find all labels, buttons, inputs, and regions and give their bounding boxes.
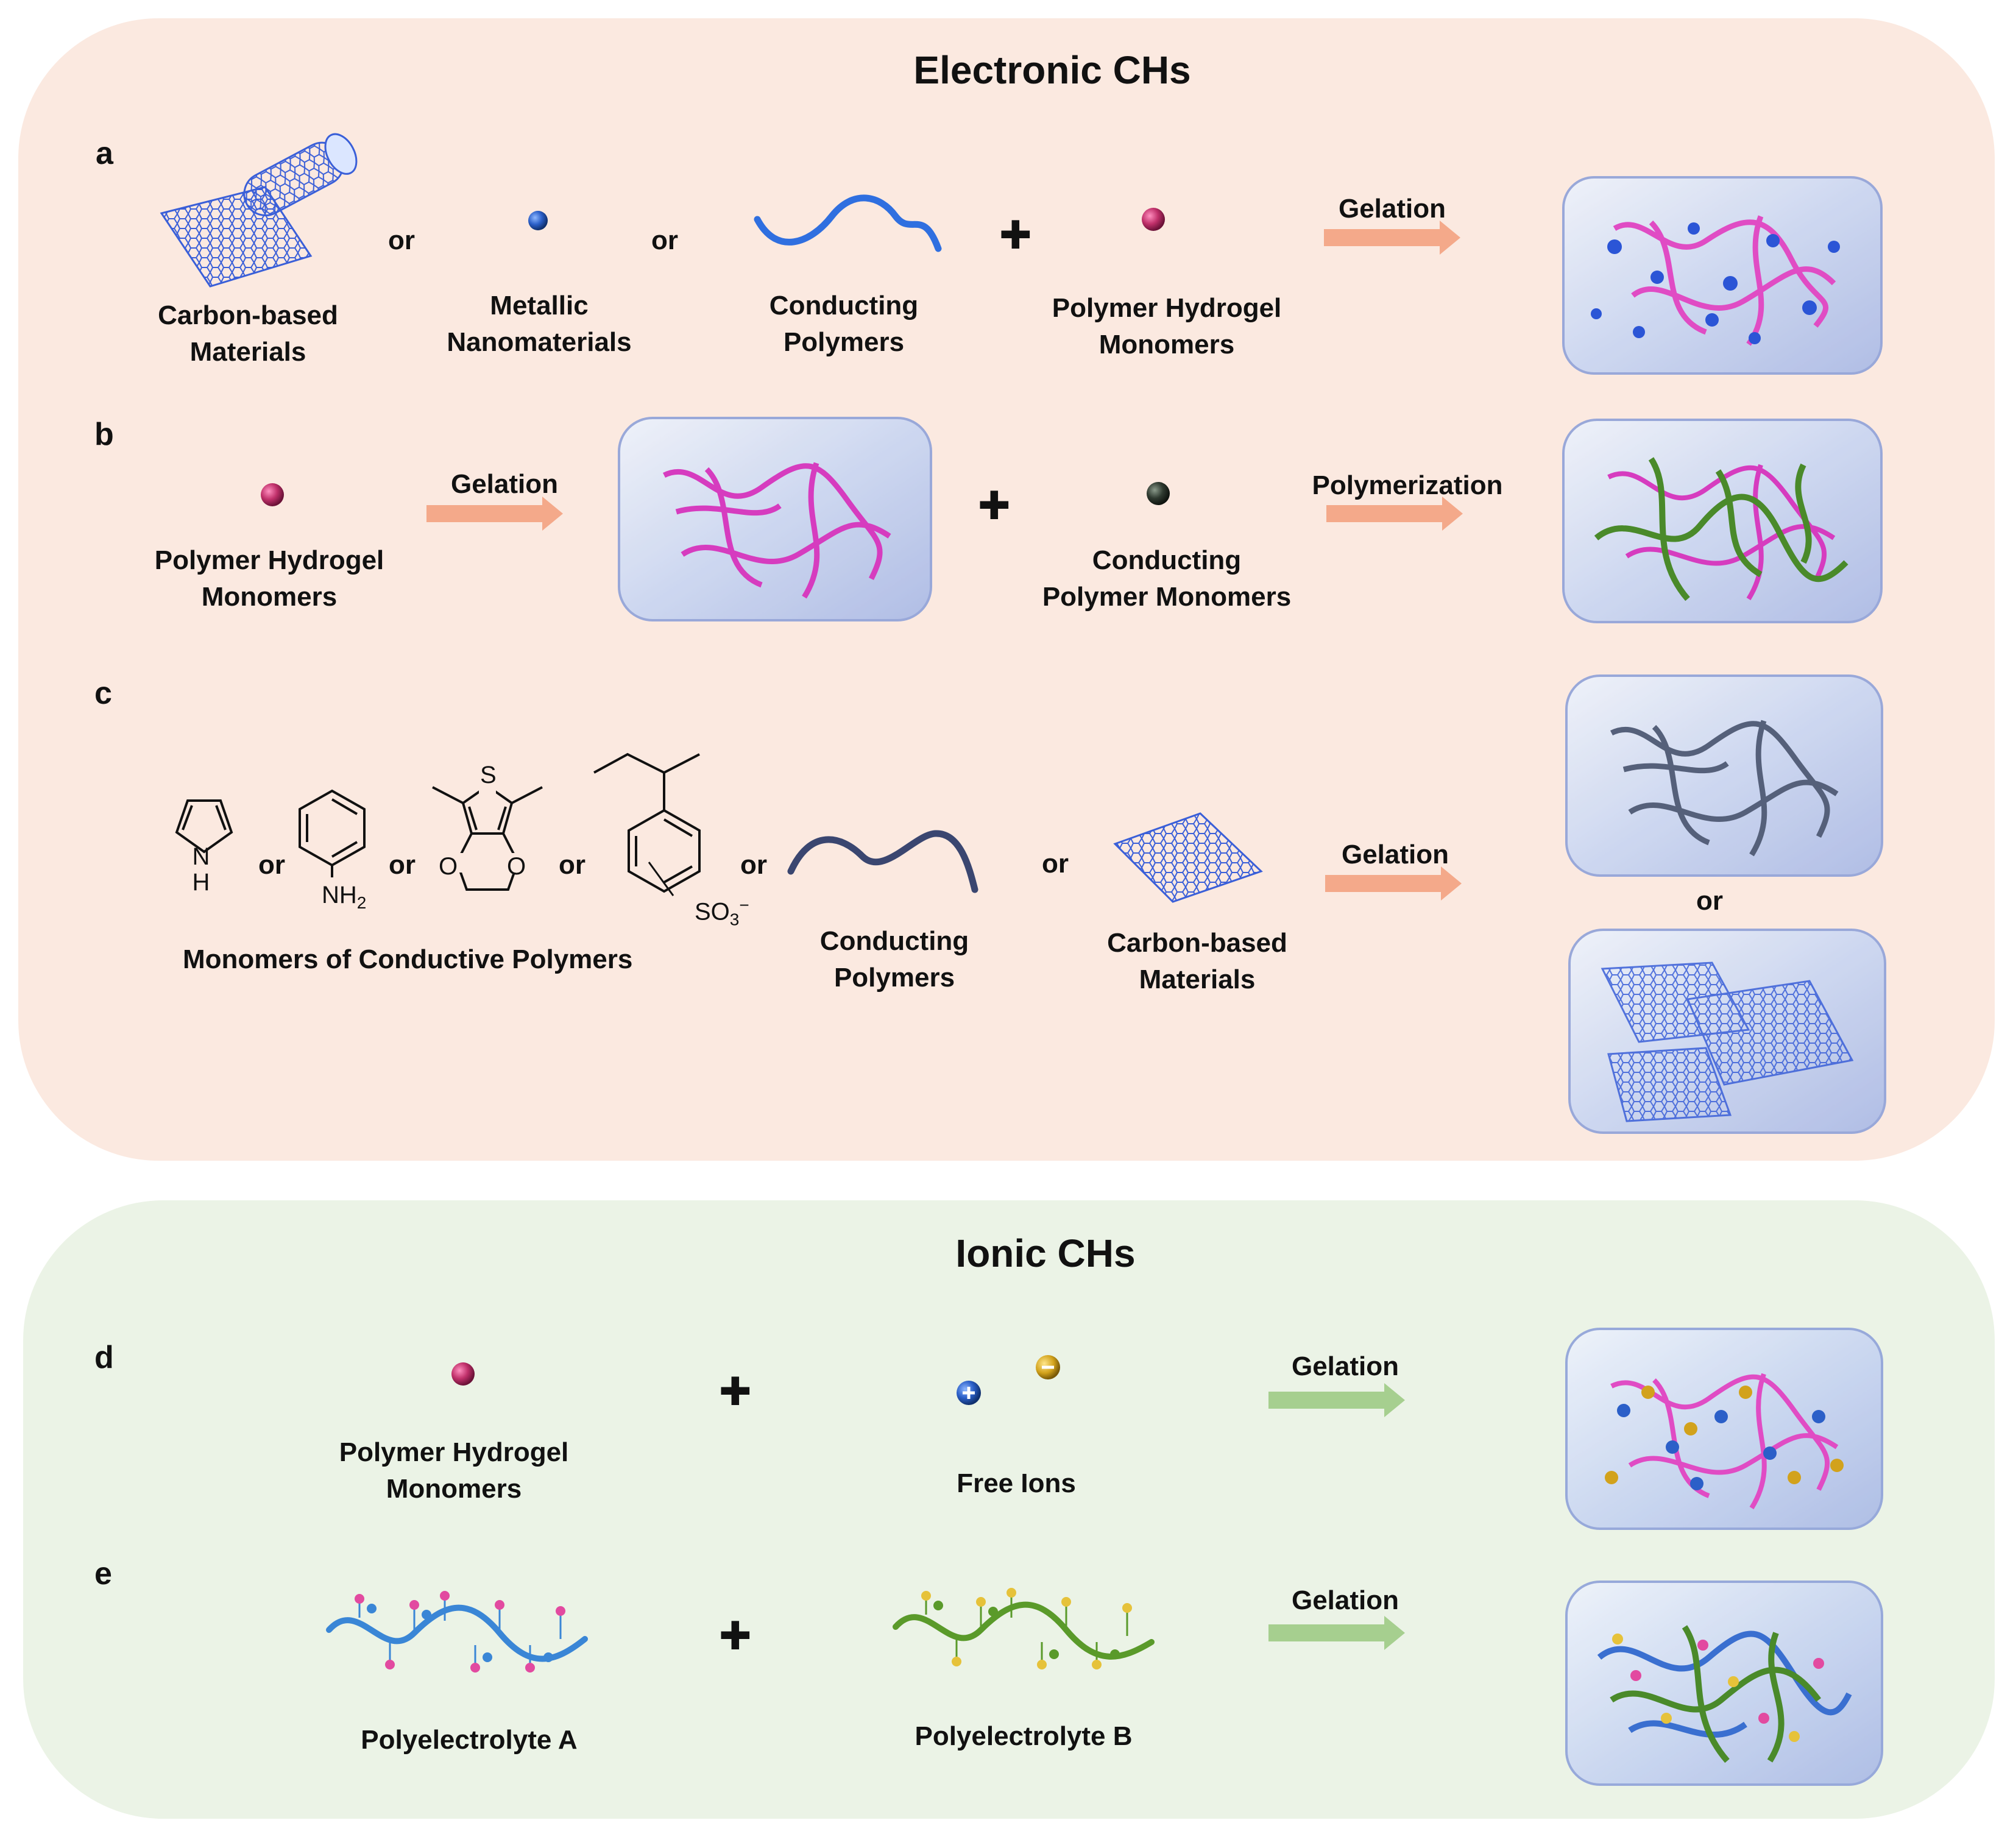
arrow-label-polymerization: Polymerization: [1312, 470, 1503, 500]
hydrogel-monomer-icon: [1142, 208, 1165, 231]
label-conducting-polymer-monomers: Conducting Polymer Monomers: [1042, 545, 1292, 612]
ionic-hydrogel-result-d: [1565, 1328, 1883, 1530]
hydrogel-monomer-icon: [451, 1362, 475, 1386]
chem-nh2-label: NH2: [322, 882, 367, 912]
arrow-label-gelation-e: Gelation: [1291, 1585, 1399, 1615]
chem-o-label-right: O: [507, 853, 526, 880]
gelation-arrow-green-icon: [1268, 1383, 1405, 1417]
gelation-arrow-icon: [1325, 866, 1462, 901]
ionic-hydrogel-result-e: [1565, 1581, 1883, 1786]
or-a2: or: [651, 225, 678, 255]
label-conducting-polymers-c: Conducting Polymers: [819, 926, 969, 993]
or-a1: or: [388, 225, 415, 255]
chem-so3-label: SO3−: [695, 896, 749, 929]
label-polyelectrolyte-b: Polyelectrolyte B: [915, 1721, 1133, 1751]
chem-nh-label: N H: [192, 843, 210, 896]
or-c4: or: [740, 850, 767, 880]
gelation-arrow-green-icon: [1268, 1616, 1405, 1650]
electronic-hydrogel-result-c1: [1565, 674, 1883, 877]
row-letter-e: e: [94, 1556, 112, 1591]
free-ions-icon: [957, 1355, 1060, 1405]
or-c5: or: [1042, 849, 1069, 879]
aniline-structure: [299, 789, 366, 877]
plus-icon: ✚: [999, 213, 1032, 257]
row-letter-b: b: [94, 417, 114, 452]
chem-s-label: S: [480, 762, 497, 788]
or-c2: or: [389, 850, 416, 880]
label-polymer-hydrogel-monomers: Polymer Hydrogel Monomers: [1052, 293, 1282, 359]
carbon-materials-icon: [160, 133, 358, 288]
conducting-polymer-chain-icon: [787, 830, 978, 893]
electronic-hydrogel-result-b: [1562, 419, 1883, 623]
or-c3: or: [559, 850, 586, 880]
row-letter-a: a: [96, 136, 113, 171]
arrow-label-gelation-b: Gelation: [450, 469, 559, 499]
or-c1: or: [258, 850, 285, 880]
row-letter-d: d: [94, 1340, 114, 1375]
pure-hydrogel-network: [618, 417, 932, 621]
label-monomers-of-conductive-polymers: Monomers of Conductive Polymers: [183, 944, 633, 974]
label-polymer-hydrogel-monomers-b: Polymer Hydrogel Monomers: [154, 545, 384, 612]
edot-structure: [432, 775, 543, 891]
ionic-chs-title: Ionic CHs: [955, 1231, 1136, 1275]
polyelectrolyte-b-chain: [893, 1588, 1155, 1669]
styrene-sulfonate-structure: [593, 752, 701, 896]
label-polyelectrolyte-a: Polyelectrolyte A: [361, 1725, 578, 1755]
pyrrole-structure: [175, 799, 233, 854]
label-conducting-polymers: Conducting Polymers: [769, 291, 919, 357]
label-carbon-materials-c: Carbon-based Materials: [1107, 928, 1287, 994]
label-polymer-hydrogel-monomers-d: Polymer Hydrogel Monomers: [339, 1437, 569, 1504]
polyelectrolyte-a-chain: [326, 1591, 588, 1673]
polymerization-arrow-icon: [1326, 497, 1463, 531]
conducting-monomer-icon: [1147, 482, 1170, 505]
conducting-polymer-chain-icon: [754, 194, 942, 252]
plus-icon: ✚: [719, 1614, 752, 1658]
chem-o-label-left: O: [439, 853, 458, 880]
gelation-arrow-icon: [426, 497, 563, 531]
carbon-sheet-icon: [1113, 812, 1263, 903]
row-letter-c: c: [94, 676, 112, 711]
plus-icon: ✚: [978, 484, 1011, 528]
arrow-label-gelation-d: Gelation: [1291, 1351, 1399, 1381]
plus-icon: ✚: [719, 1370, 752, 1414]
label-metallic-nanomaterials: Metallic Nanomaterials: [447, 291, 632, 357]
gelation-arrow-icon: [1324, 221, 1460, 255]
hydrogel-monomer-icon: [261, 483, 284, 506]
electronic-chs-title: Electronic CHs: [913, 48, 1191, 92]
arrow-label-gelation: Gelation: [1338, 194, 1446, 224]
electronic-hydrogel-result-c2: [1568, 929, 1886, 1134]
electronic-hydrogel-result-a: [1562, 176, 1883, 375]
arrow-label-gelation-c: Gelation: [1341, 840, 1449, 869]
label-carbon-materials: Carbon-based Materials: [158, 300, 338, 367]
label-free-ions: Free Ions: [957, 1468, 1076, 1498]
metallic-nanoparticle-icon: [528, 211, 548, 230]
or-result: or: [1696, 886, 1723, 916]
